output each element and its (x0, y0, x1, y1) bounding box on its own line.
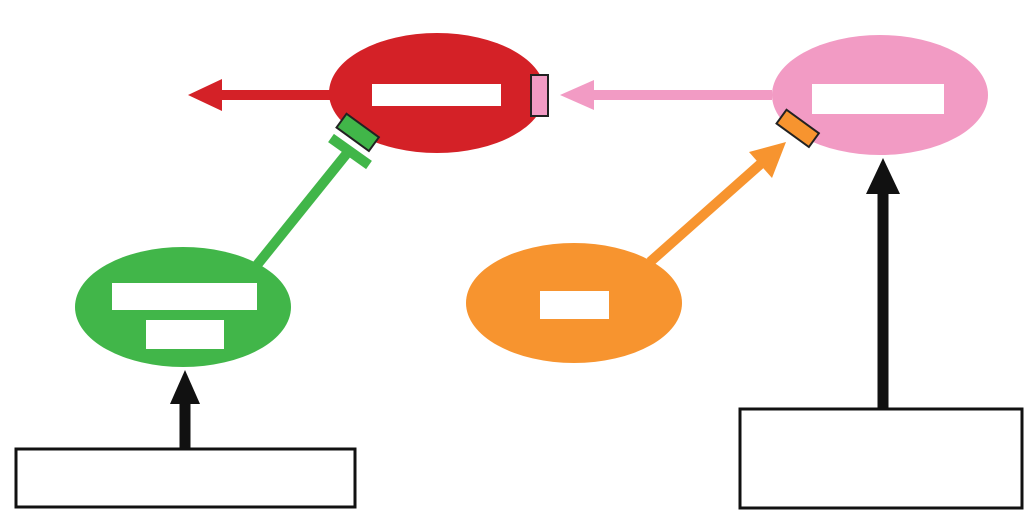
green-node-label-box-2 (146, 320, 224, 349)
pink-node (772, 35, 988, 155)
pink-node-label-box (812, 84, 944, 114)
red-node (329, 33, 545, 153)
bottom-left-box (14, 447, 357, 509)
bottom-right-box (738, 407, 1024, 510)
pink-to-red-arrow (560, 80, 772, 110)
green-node-label-box-1 (112, 283, 257, 310)
orange-node-label-box (540, 291, 609, 319)
orange-receptor (775, 108, 821, 149)
orange-to-pink-arrow (646, 142, 786, 266)
pink-receptor (530, 74, 549, 117)
red-output-arrow (188, 79, 335, 111)
green-receptor (335, 112, 381, 153)
green-node (75, 247, 291, 367)
red-node-label-box (372, 84, 501, 106)
black-arrow-right (866, 158, 900, 408)
black-arrow-left (170, 370, 200, 448)
orange-node (466, 243, 682, 363)
green-inhibition-line (253, 133, 372, 269)
